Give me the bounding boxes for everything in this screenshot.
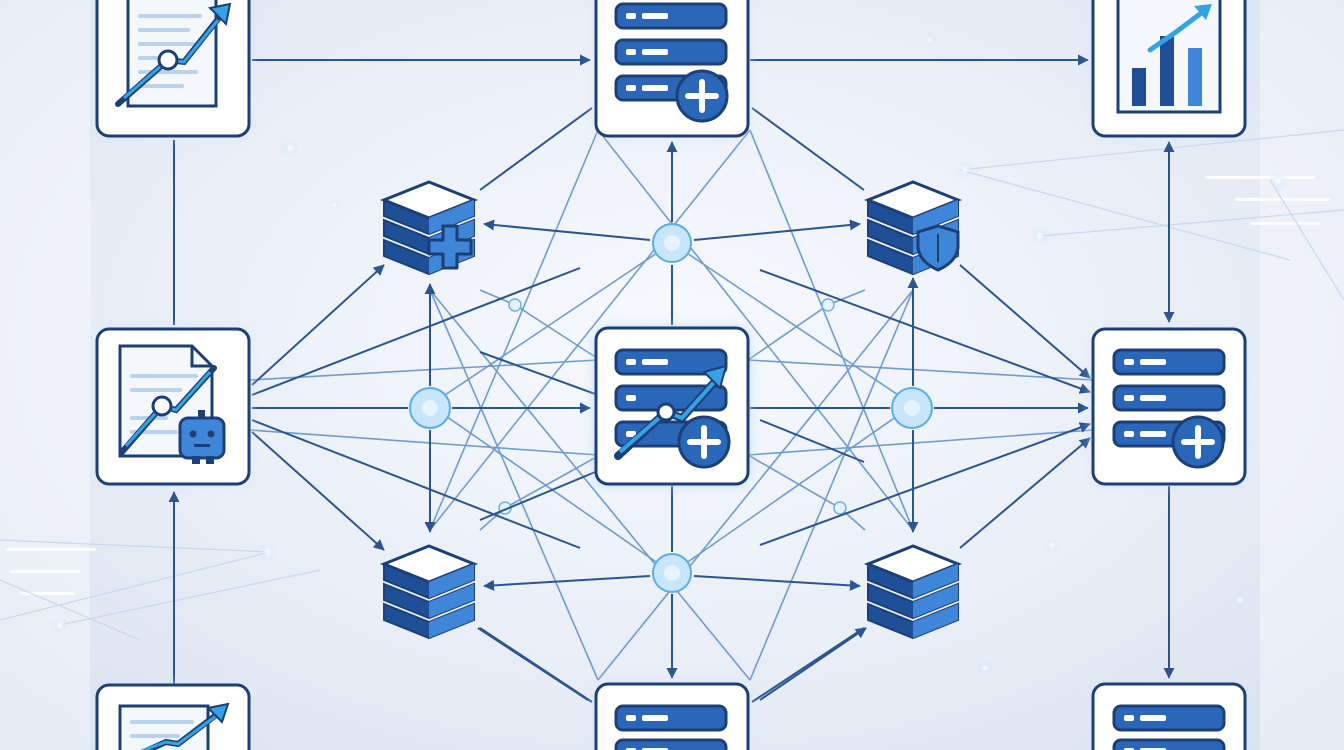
database-icon: [863, 544, 963, 640]
node-server-bottom-right: [1091, 682, 1247, 750]
server-icon: [614, 704, 728, 750]
background-network: [0, 129, 1344, 641]
node-server-top-center: [594, 0, 750, 138]
db-lower-right: [863, 544, 963, 640]
node-report-bottom-left: [95, 683, 251, 750]
robot-icon: [178, 410, 226, 464]
node-chart-top-right: [1091, 0, 1247, 138]
background-dash: [10, 570, 80, 573]
background-dash: [6, 548, 96, 551]
growth-report-icon: [118, 702, 230, 750]
server-icon: [1112, 704, 1226, 750]
background-panel-left: [0, 0, 90, 750]
background-panel-right: [1260, 0, 1344, 750]
background-dash: [1205, 176, 1315, 179]
db-upper-right: [863, 180, 963, 276]
bar-chart-growth-icon: [1116, 0, 1222, 114]
node-server-mid-center: [594, 326, 750, 486]
report-bot-icon: [118, 344, 226, 464]
hub-right: [891, 387, 933, 429]
server-growth-add-icon: [614, 348, 731, 469]
node-report-mid-left: [95, 327, 251, 486]
background-sparkles: [52, 33, 1287, 675]
server-add-icon: [614, 2, 729, 123]
hub-left: [409, 387, 451, 429]
db-lower-left: [379, 544, 479, 640]
database-add-icon: [379, 180, 479, 276]
growth-report-icon: [115, 0, 232, 108]
database-shield-icon: [863, 180, 963, 276]
hub-bottom: [652, 553, 692, 593]
node-report-top-left: [95, 0, 251, 138]
node-server-bottom-center: [594, 682, 750, 750]
db-upper-left: [379, 180, 479, 276]
database-icon: [379, 544, 479, 640]
hub-top: [652, 223, 692, 263]
background-dash: [1250, 222, 1320, 225]
flow-arrows: [168, 54, 1175, 703]
server-add-icon: [1112, 348, 1226, 469]
node-server-mid-right: [1091, 327, 1247, 486]
background-dash: [20, 592, 75, 595]
